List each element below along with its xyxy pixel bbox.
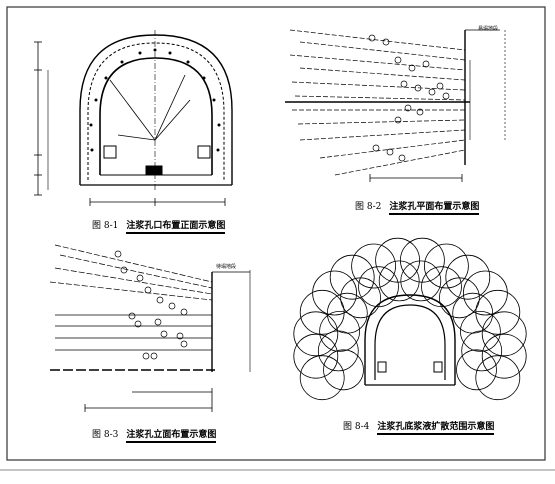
diffusion-circle: [421, 266, 462, 308]
fig1-hole-markers: [89, 48, 221, 152]
diffusion-circle: [461, 330, 503, 372]
fig4-drawing: [293, 237, 527, 401]
diffusion-circle: [323, 349, 364, 391]
diffusion-circle: [329, 254, 375, 300]
fig1-grout-ring: [87, 42, 225, 180]
fig1-inner-lining: [99, 57, 213, 175]
diffusion-circle: [351, 243, 397, 289]
fig3-caption: 图 8-3 注浆孔立面布置示意图: [92, 430, 217, 443]
diffusion-circle: [358, 266, 399, 308]
fig4-title: 注浆孔底浆液扩散范围示意图: [377, 422, 495, 435]
diffusion-circle: [312, 270, 358, 316]
diffusion-circle: [399, 237, 445, 283]
fig3-tag: 待塌地段: [216, 264, 237, 270]
diffusion-circle: [326, 292, 368, 334]
fig3-drawing: [49, 244, 251, 412]
fig3-title: 注浆孔立面布置示意图: [126, 430, 217, 443]
diffusion-circle: [400, 260, 442, 302]
diffusion-circle: [459, 310, 501, 352]
fig1-caption: 图 8-1 注浆孔口布置正面示意图: [92, 221, 226, 234]
diffusion-circle: [293, 333, 339, 379]
diffusion-circle: [456, 349, 497, 391]
fig3-hole-markers: [114, 250, 188, 360]
fig1-title: 注浆孔口布置正面示意图: [126, 221, 226, 234]
fig4-caption: 图 8-4 注浆孔底浆液扩散范围示意图: [343, 422, 495, 435]
diffusion-circle: [319, 310, 361, 352]
diffusion-circle: [475, 289, 521, 335]
diffusion-circle: [375, 237, 421, 283]
fig2-title: 注浆孔平面布置示意图: [389, 202, 480, 215]
diffusion-circle: [299, 289, 345, 335]
diffusion-circle: [378, 260, 420, 302]
fig2-drawing: [285, 29, 506, 182]
diffusion-circle: [438, 277, 480, 319]
fig2-caption: 图 8-2 注浆孔平面布置示意图: [355, 202, 480, 215]
fig2-tag: 易塌地段: [478, 26, 499, 32]
diffusion-circle: [445, 254, 491, 300]
fig4-tunnel-outline: [364, 294, 456, 385]
fig2-hole-lines: [289, 29, 466, 176]
diffusion-circle: [481, 311, 527, 357]
fig4-number: 图 8-4: [343, 422, 370, 432]
diffusion-circle: [423, 243, 469, 289]
diffusion-circle: [475, 355, 521, 401]
fig1-drain: [145, 165, 163, 175]
diffusion-circle: [293, 311, 339, 357]
fig2-hole-markers: [368, 34, 450, 162]
fig4-inner-lining: [374, 304, 446, 380]
fig4-diffusion-circles: [293, 237, 527, 401]
fig1-drawing: [34, 30, 233, 206]
fig1-number: 图 8-1: [92, 221, 119, 231]
diffusion-circle: [462, 270, 508, 316]
fig2-number: 图 8-2: [355, 202, 382, 212]
fig3-hole-lines: [49, 244, 213, 351]
fig3-number: 图 8-3: [92, 430, 119, 440]
diffusion-circle: [299, 355, 345, 401]
diffusion-circle: [481, 333, 527, 379]
outer-frame: [6, 6, 546, 461]
